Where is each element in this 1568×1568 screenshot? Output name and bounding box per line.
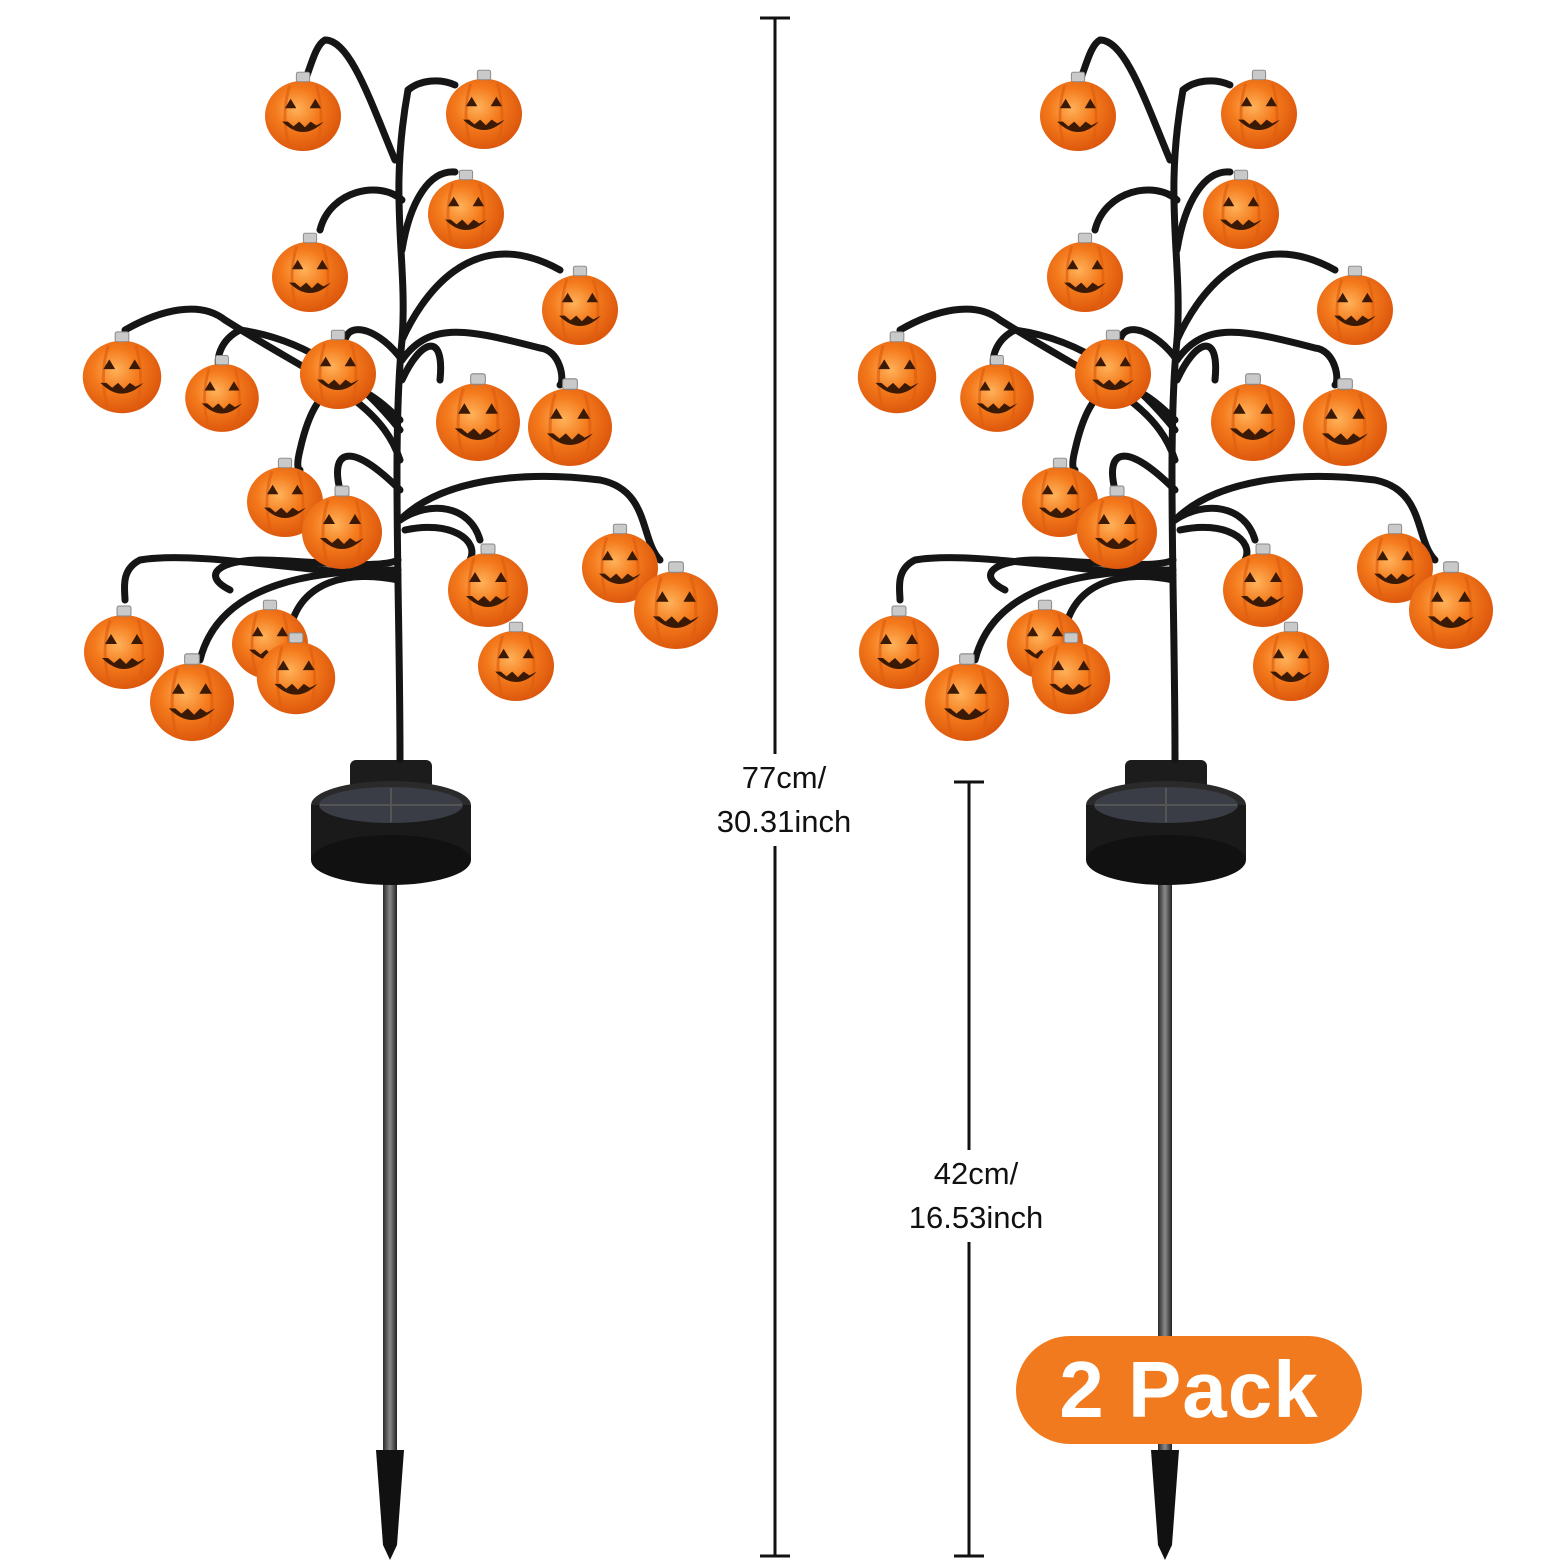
- total-height-label: 77cm/ 30.31inch: [688, 754, 880, 846]
- stake-height-metric: 42cm/: [933, 1156, 1019, 1191]
- solar-tree-left: [83, 40, 718, 1560]
- pack-count-badge: 2 Pack: [1016, 1336, 1362, 1444]
- stake-height-label: 42cm/ 16.53inch: [880, 1150, 1072, 1242]
- total-height-imperial: 30.31inch: [716, 804, 852, 839]
- solar-tree-right: [858, 40, 1493, 1560]
- stake-height-imperial: 16.53inch: [908, 1200, 1044, 1235]
- total-height-metric: 77cm/: [741, 760, 827, 795]
